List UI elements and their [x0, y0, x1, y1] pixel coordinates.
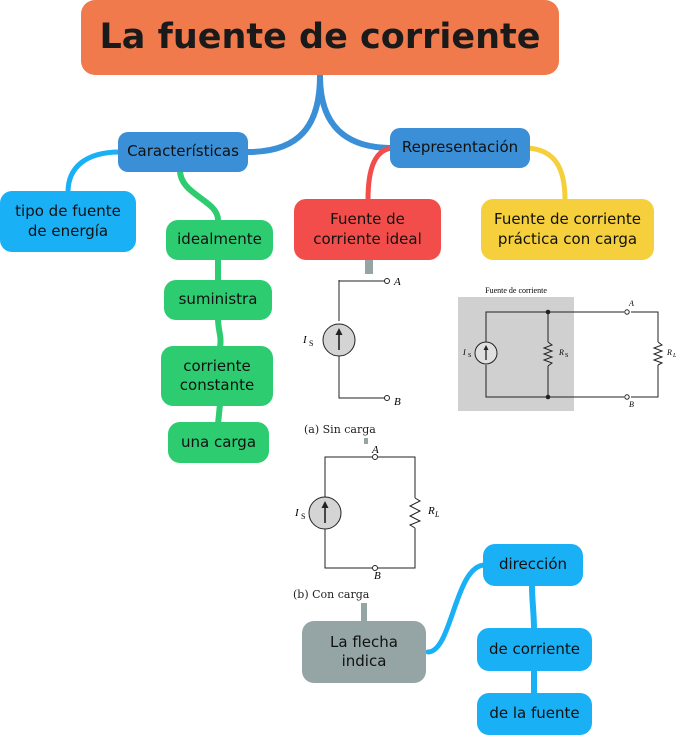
node-characteristics: Características	[118, 132, 248, 172]
connector-title-representation	[317, 73, 395, 151]
current-source-arrow-icon	[321, 501, 329, 523]
source-label: I	[462, 348, 466, 357]
circuit-diagram-no-load: A B I S	[302, 276, 401, 408]
connector-title-characteristics	[245, 73, 323, 155]
connector-direction-current	[529, 582, 537, 633]
connector-representation-practical	[525, 145, 568, 203]
node-constant-current: corriente constante	[161, 346, 273, 406]
node-label-a: A	[371, 444, 379, 456]
node-label-a: A	[393, 276, 401, 288]
node-ideally: idealmente	[166, 220, 273, 260]
current-source-arrow-icon	[483, 345, 489, 360]
connector-characteristics-ideally	[177, 167, 221, 223]
node-of-current: de corriente	[477, 628, 592, 671]
node-label-b: B	[374, 570, 381, 582]
practical-source-header: Fuente de corriente	[485, 286, 547, 295]
connector-green-3	[215, 401, 223, 427]
node-source-type: tipo de fuente de energía	[0, 191, 136, 252]
node-a-load: una carga	[168, 422, 269, 463]
source-label: I	[302, 334, 308, 346]
source-label: I	[294, 507, 300, 519]
load-label: R	[427, 505, 435, 517]
node-label-b: B	[629, 400, 634, 409]
node-label-b: B	[394, 396, 401, 408]
node-representation: Representación	[390, 128, 530, 168]
connector-characteristics-source-type	[65, 149, 123, 195]
circuit-diagram-with-load: A B I S R L	[294, 444, 440, 582]
node-of-the-source: de la fuente	[477, 693, 592, 735]
load-label: R	[666, 348, 672, 357]
node-direction: dirección	[483, 544, 583, 586]
internal-resistance-label: R	[558, 348, 564, 357]
node-ideal-current-source: Fuente de corriente ideal	[294, 199, 441, 260]
source-label-sub: S	[309, 339, 313, 348]
load-label-sub: L	[434, 510, 440, 519]
node-practical-current-source: Fuente de corriente práctica con carga	[481, 199, 654, 260]
connector-arrow-direction	[425, 562, 488, 655]
circuit-diagram-practical-source: Fuente de corriente A B I S R S R L	[458, 286, 677, 411]
connector-green-2	[215, 315, 224, 351]
caption-with-load: (b) Con carga	[293, 588, 370, 601]
connector-representation-ideal	[365, 145, 395, 203]
caption-no-load: (a) Sin carga	[304, 423, 376, 436]
source-label-sub: S	[468, 353, 471, 359]
page-title: La fuente de corriente	[81, 0, 559, 75]
internal-resistance-label-sub: S	[565, 353, 568, 359]
node-supplies: suministra	[164, 280, 272, 320]
node-arrow-indicates: La flecha indica	[302, 621, 426, 683]
node-label-a: A	[628, 299, 634, 308]
current-source-arrow-icon	[335, 328, 343, 350]
load-label-sub: L	[672, 353, 677, 359]
source-label-sub: S	[301, 512, 305, 521]
